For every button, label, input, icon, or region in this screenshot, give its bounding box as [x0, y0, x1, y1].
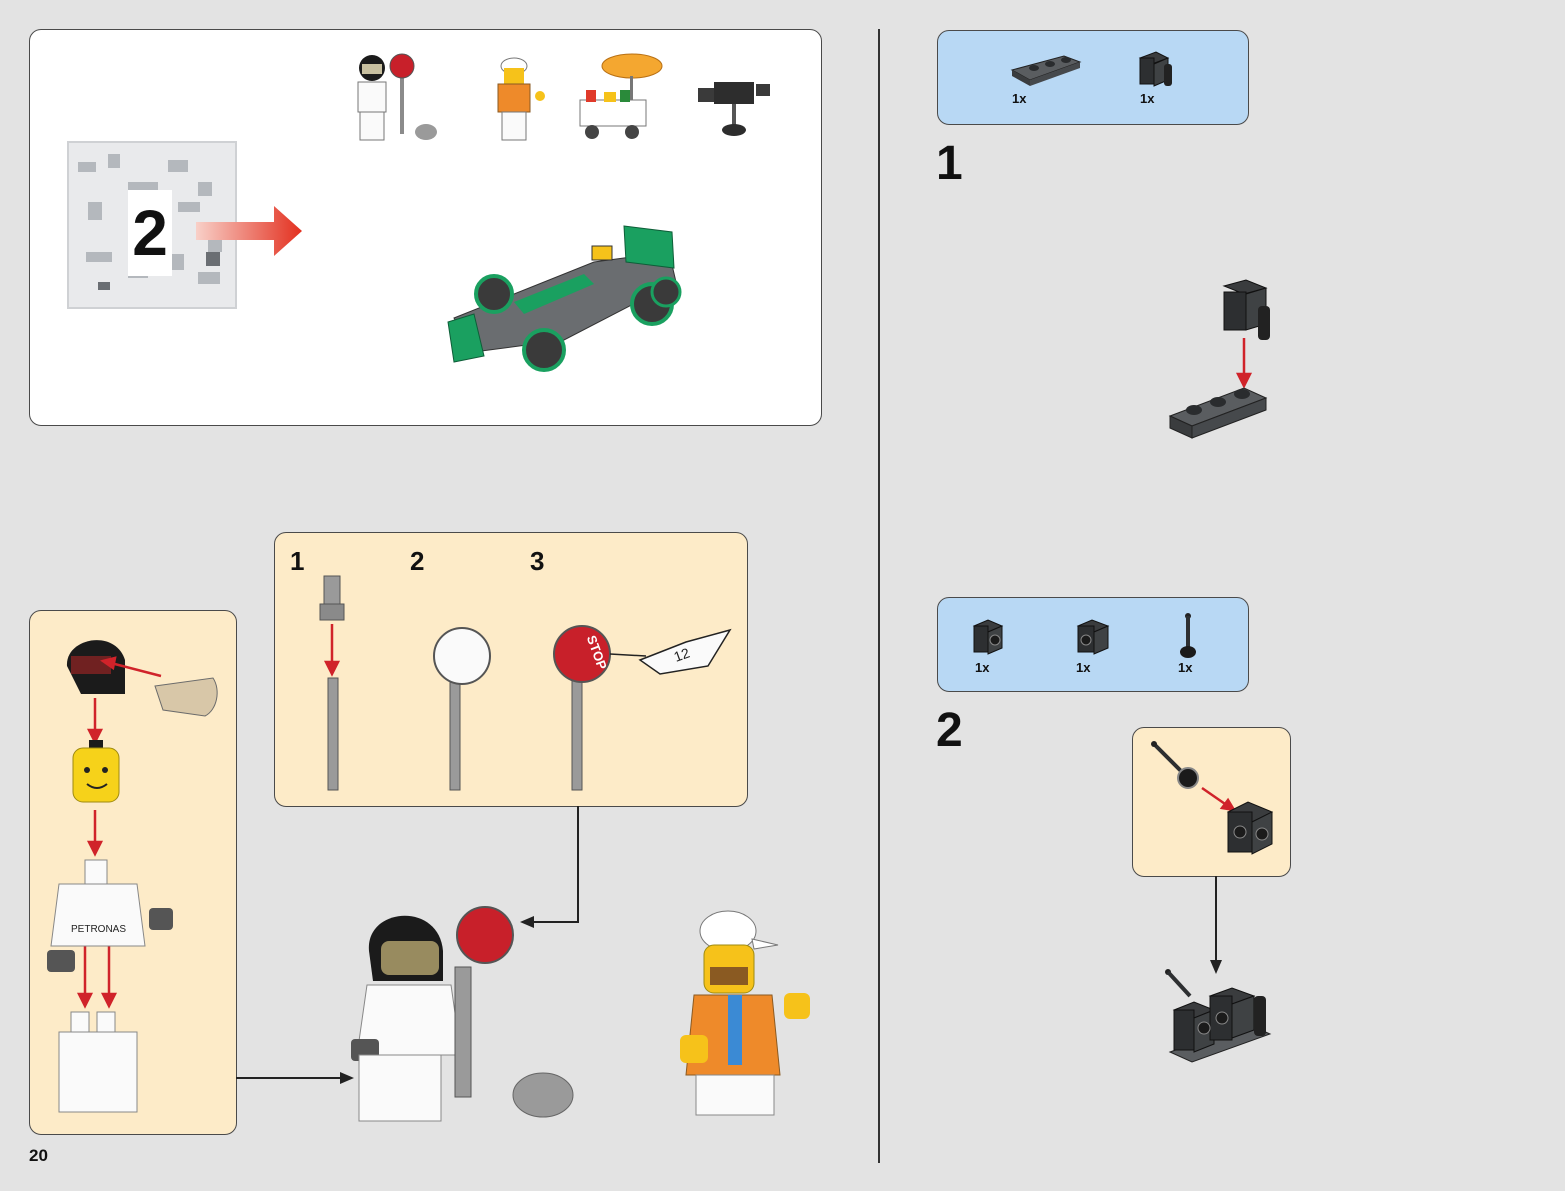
substep-3-number: 3: [530, 546, 545, 576]
step-2-part-1-icon: [972, 619, 1004, 655]
step-1-part-2-icon: [1138, 51, 1172, 87]
step-2-part-1-qty: 1x: [975, 660, 990, 675]
camera-preview: [698, 82, 770, 136]
callout-connector-lines: [236, 806, 579, 1084]
torso-print: PETRONAS: [71, 924, 126, 935]
step-1-assembly-diagram: [1168, 279, 1270, 439]
photographer-minifig: [680, 910, 810, 1116]
minifig-assembly-diagram: PETRONAS: [47, 640, 218, 1113]
page-number: 20: [29, 1146, 48, 1165]
step-2-assembly-result: [1165, 969, 1272, 1063]
step-2-part-2-icon: [1076, 619, 1110, 655]
page-divider: [878, 29, 880, 1163]
step-2-part-2-qty: 1x: [1076, 660, 1091, 675]
sign-build-diagram: STOP 12: [319, 575, 732, 791]
bag-arrow-icon: [196, 206, 302, 256]
sticker-number: 12: [672, 644, 692, 664]
bag-number: 2: [128, 190, 172, 276]
step-1-part-2-qty: 1x: [1140, 91, 1155, 106]
food-cart-preview: [579, 53, 663, 139]
step-1-part-1-qty: 1x: [1012, 91, 1027, 106]
step-1-part-1-icon: [1010, 55, 1082, 86]
step-2-connector-arrow: [1210, 876, 1222, 974]
step-1-number: 1: [936, 137, 963, 190]
step-1-parts-list: [937, 30, 1249, 125]
assembled-driver-minifig: [351, 906, 574, 1122]
step-2-number: 2: [936, 704, 963, 757]
step-2-part-3-qty: 1x: [1178, 660, 1193, 675]
driver-minifig-preview: [357, 53, 437, 141]
race-car-preview: [447, 225, 682, 372]
step-2-subassembly-diagram: [1151, 741, 1274, 855]
step-2-part-3-icon: [1180, 613, 1196, 658]
substep-2-number: 2: [410, 546, 425, 576]
step-2-subassembly-callout: [1132, 727, 1291, 877]
substep-1-number: 1: [290, 546, 305, 576]
photographer-minifig-preview: [497, 57, 545, 141]
